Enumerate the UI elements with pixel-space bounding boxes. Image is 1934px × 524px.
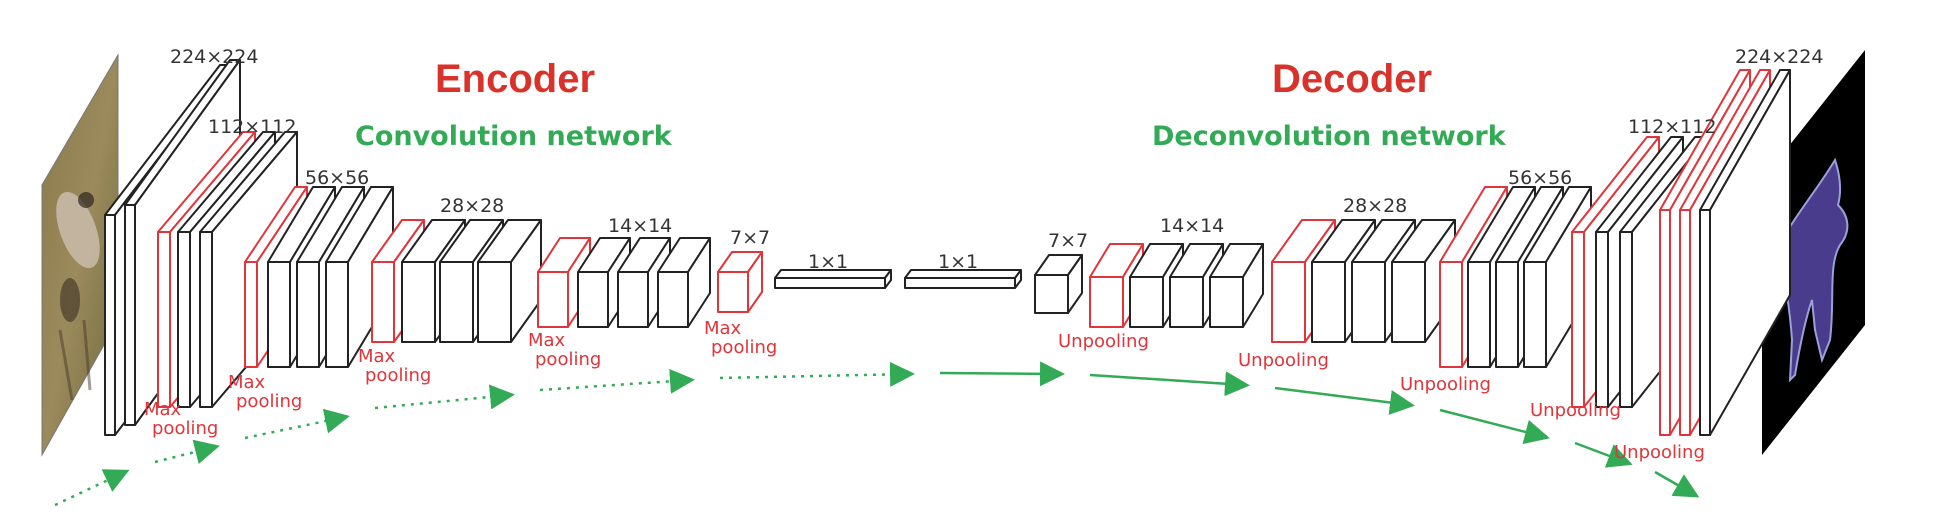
size-label: 1×1 [808,251,848,273]
size-label: 7×7 [730,227,770,249]
flow-arrow [1089,371,1250,397]
input-image [41,53,119,457]
max-pooling-label: Max pooling [228,372,302,412]
flow-arrows [54,361,1700,507]
layer-blocks [104,59,1791,436]
conv-layer-block [1034,254,1083,314]
flow-arrow [1439,408,1550,445]
flow-arrow [1574,441,1633,468]
conv-network-heading: Convolution network [355,121,673,152]
conv-layer-block [657,237,711,328]
flow-arrow [244,408,350,440]
size-label: 28×28 [1343,195,1407,217]
size-label: 56×56 [1508,167,1572,189]
size-label: 14×14 [608,215,672,237]
unpooling-label: Unpooling [1238,350,1329,371]
unpooling-label: Unpooling [1058,331,1149,352]
size-label: 1×1 [938,251,978,273]
max-pooling-label: Max pooling [528,330,601,370]
decoder-heading: Decoder [1272,57,1432,101]
flow-arrow [1654,470,1700,498]
unpooling-label: Unpooling [1614,442,1705,463]
unpooling-label: Unpooling [1530,400,1621,421]
max-pooling-label: Max pooling [144,399,218,439]
size-label: 224×224 [1735,46,1823,68]
size-label: 56×56 [305,167,369,189]
flow-arrow [154,439,220,464]
pooling-layer-block [717,251,763,313]
flow-arrow [374,384,515,410]
conv-layer-block [904,269,1022,289]
conv-layer-block [1699,69,1791,436]
flow-arrow [539,368,695,394]
flow-arrow [1274,386,1415,415]
size-label: 112×112 [1628,116,1716,138]
max-pooling-label: Max pooling [704,318,777,358]
deconv-network-heading: Deconvolution network [1152,121,1507,152]
size-label: 7×7 [1048,230,1088,252]
size-label: 224×224 [170,46,258,68]
size-label: 112×112 [208,116,296,138]
size-label: 28×28 [440,195,504,217]
encoder-heading: Encoder [435,57,595,101]
size-label: 14×14 [1160,215,1224,237]
conv-layer-block [1209,243,1264,328]
max-pooling-label: Max pooling [358,346,431,386]
flow-arrow [54,469,130,507]
flow-arrow [939,361,1065,387]
conv-layer-block [1129,243,1184,328]
unpooling-label: Unpooling [1400,374,1491,395]
conv-layer-block [774,269,892,289]
flow-arrow [719,361,915,387]
conv-layer-block [477,219,542,343]
mask-shape [1778,157,1849,383]
